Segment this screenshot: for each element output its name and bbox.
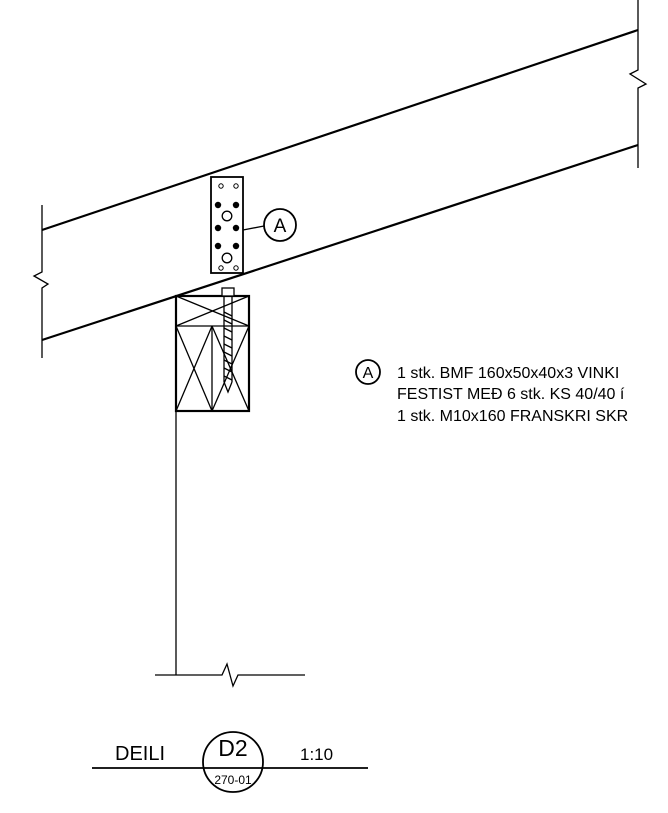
angle-bracket-plate <box>210 176 244 274</box>
callout-a-bubble: A <box>242 208 297 242</box>
sloped-beam <box>32 0 648 358</box>
timber-post <box>174 287 251 413</box>
callout-line-2: FESTIST MEÐ 6 stk. KS 40/40 í <box>397 386 625 403</box>
detail-number: D2 <box>218 735 247 761</box>
callout-line-1: 1 stk. BMF 160x50x40x3 VINKI <box>397 365 619 382</box>
callout-legend: A 1 stk. BMF 160x50x40x3 VINKI FESTIST M… <box>355 359 628 425</box>
callout-legend-marker: A <box>363 365 374 382</box>
callout-a-bubble-label: A <box>274 216 287 237</box>
post-continuation <box>155 411 305 688</box>
detail-scale: 1:10 <box>300 745 333 764</box>
right-break-symbol <box>628 0 648 168</box>
bottom-break-symbol <box>155 662 305 688</box>
detail-title-block: DEILI D2 270-01 1:10 <box>92 731 368 793</box>
lag-screw <box>221 287 235 394</box>
callout-line-3: 1 stk. M10x160 FRANSKRI SKR <box>397 408 628 425</box>
detail-title: DEILI <box>115 743 165 765</box>
left-break-symbol <box>32 205 50 358</box>
sheet-reference: 270-01 <box>214 773 252 787</box>
